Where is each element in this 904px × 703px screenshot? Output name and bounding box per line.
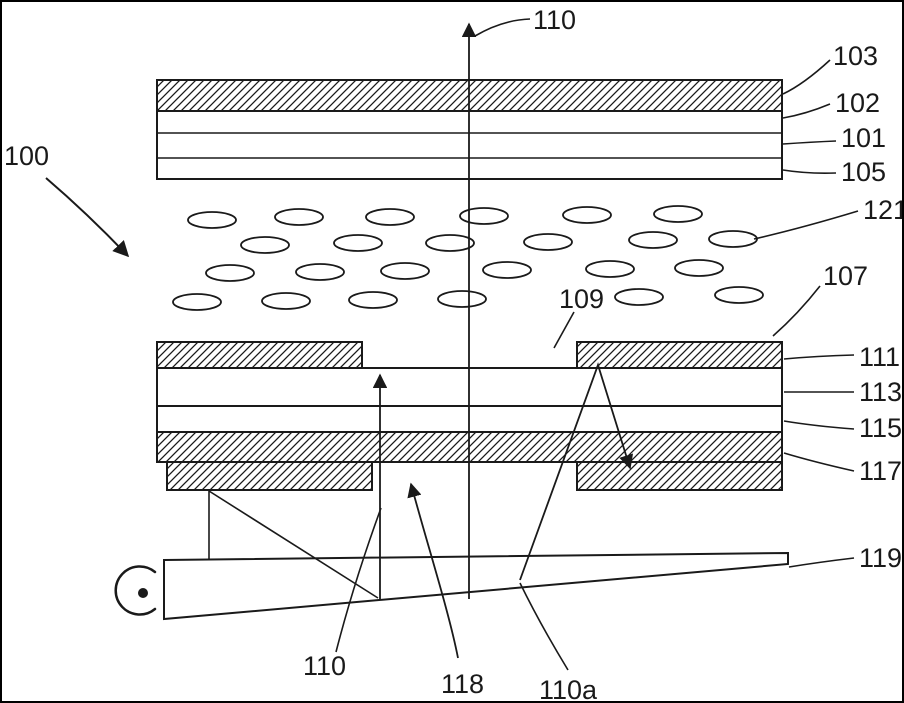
leader-121 bbox=[753, 210, 859, 240]
bottom-electrode-right-segment bbox=[576, 461, 783, 491]
leader-107 bbox=[772, 285, 821, 337]
lc-molecule bbox=[614, 288, 664, 306]
lc-molecule bbox=[295, 263, 345, 281]
label-121: 121 bbox=[863, 195, 902, 225]
label-101: 101 bbox=[841, 123, 886, 153]
leader-110a bbox=[519, 582, 569, 671]
reference-labels: 100 110 103 102 101 105 121 109 107 111 … bbox=[4, 5, 902, 701]
lc-molecule bbox=[562, 206, 612, 224]
lc-molecule bbox=[653, 205, 703, 223]
leader-111 bbox=[783, 354, 855, 360]
lamp-dot-icon bbox=[138, 588, 148, 598]
leader-119 bbox=[788, 557, 855, 568]
lc-molecule bbox=[274, 208, 324, 226]
label-118: 118 bbox=[441, 669, 484, 699]
lc-molecule bbox=[172, 293, 222, 311]
lamp-icon bbox=[114, 565, 157, 616]
lc-molecule bbox=[585, 260, 635, 278]
liquid-crystal-layer bbox=[172, 205, 764, 311]
label-115: 115 bbox=[859, 413, 902, 443]
label-110a: 110a bbox=[539, 675, 598, 701]
label-100: 100 bbox=[4, 141, 49, 171]
label-105: 105 bbox=[841, 157, 886, 187]
lc-molecule bbox=[261, 292, 311, 310]
lc-molecule bbox=[437, 290, 487, 308]
lc-molecule bbox=[205, 264, 255, 282]
label-117: 117 bbox=[859, 456, 902, 486]
leader-101 bbox=[782, 140, 837, 145]
lc-molecule bbox=[365, 208, 415, 226]
leader-110-top bbox=[474, 18, 531, 37]
label-110-top: 110 bbox=[533, 5, 576, 35]
electrode-111-right-segment bbox=[576, 341, 783, 369]
label-109: 109 bbox=[559, 284, 604, 314]
label-107: 107 bbox=[823, 261, 868, 291]
light-paths bbox=[208, 22, 634, 659]
label-110-bottom: 110 bbox=[303, 651, 346, 681]
leader-110-bottom bbox=[335, 507, 382, 653]
reflected-ray-110a bbox=[519, 362, 634, 581]
leader-103 bbox=[782, 59, 831, 95]
leader-115 bbox=[783, 420, 855, 430]
leader-lines bbox=[45, 18, 859, 671]
bottom-electrode-left-segment bbox=[166, 461, 373, 491]
lc-molecule bbox=[459, 207, 509, 225]
label-103: 103 bbox=[833, 41, 878, 71]
lc-molecule bbox=[348, 291, 398, 309]
lc-molecule bbox=[380, 262, 430, 280]
leader-arrow-100 bbox=[45, 177, 130, 258]
label-119: 119 bbox=[859, 543, 902, 573]
label-113: 113 bbox=[859, 377, 902, 407]
label-111: 111 bbox=[859, 342, 900, 372]
lc-molecule bbox=[240, 236, 290, 254]
leader-117 bbox=[783, 452, 855, 472]
lc-molecule bbox=[187, 211, 237, 229]
label-102: 102 bbox=[835, 88, 880, 118]
leader-102 bbox=[782, 103, 831, 119]
lc-molecule bbox=[674, 259, 724, 277]
light-path-diagonal-line bbox=[208, 490, 379, 599]
leader-105 bbox=[782, 169, 837, 174]
lc-molecule bbox=[714, 286, 764, 304]
lc-molecule bbox=[708, 230, 758, 248]
lc-molecule bbox=[628, 231, 678, 249]
lc-molecule bbox=[333, 234, 383, 252]
lc-molecule bbox=[482, 261, 532, 279]
leader-109 bbox=[553, 311, 575, 349]
light-ray-arrow-118 bbox=[407, 482, 459, 659]
light-guide-119 bbox=[163, 551, 789, 621]
electrode-111-left-segment bbox=[156, 341, 363, 369]
lc-molecule bbox=[523, 233, 573, 251]
lc-molecule bbox=[425, 234, 475, 252]
